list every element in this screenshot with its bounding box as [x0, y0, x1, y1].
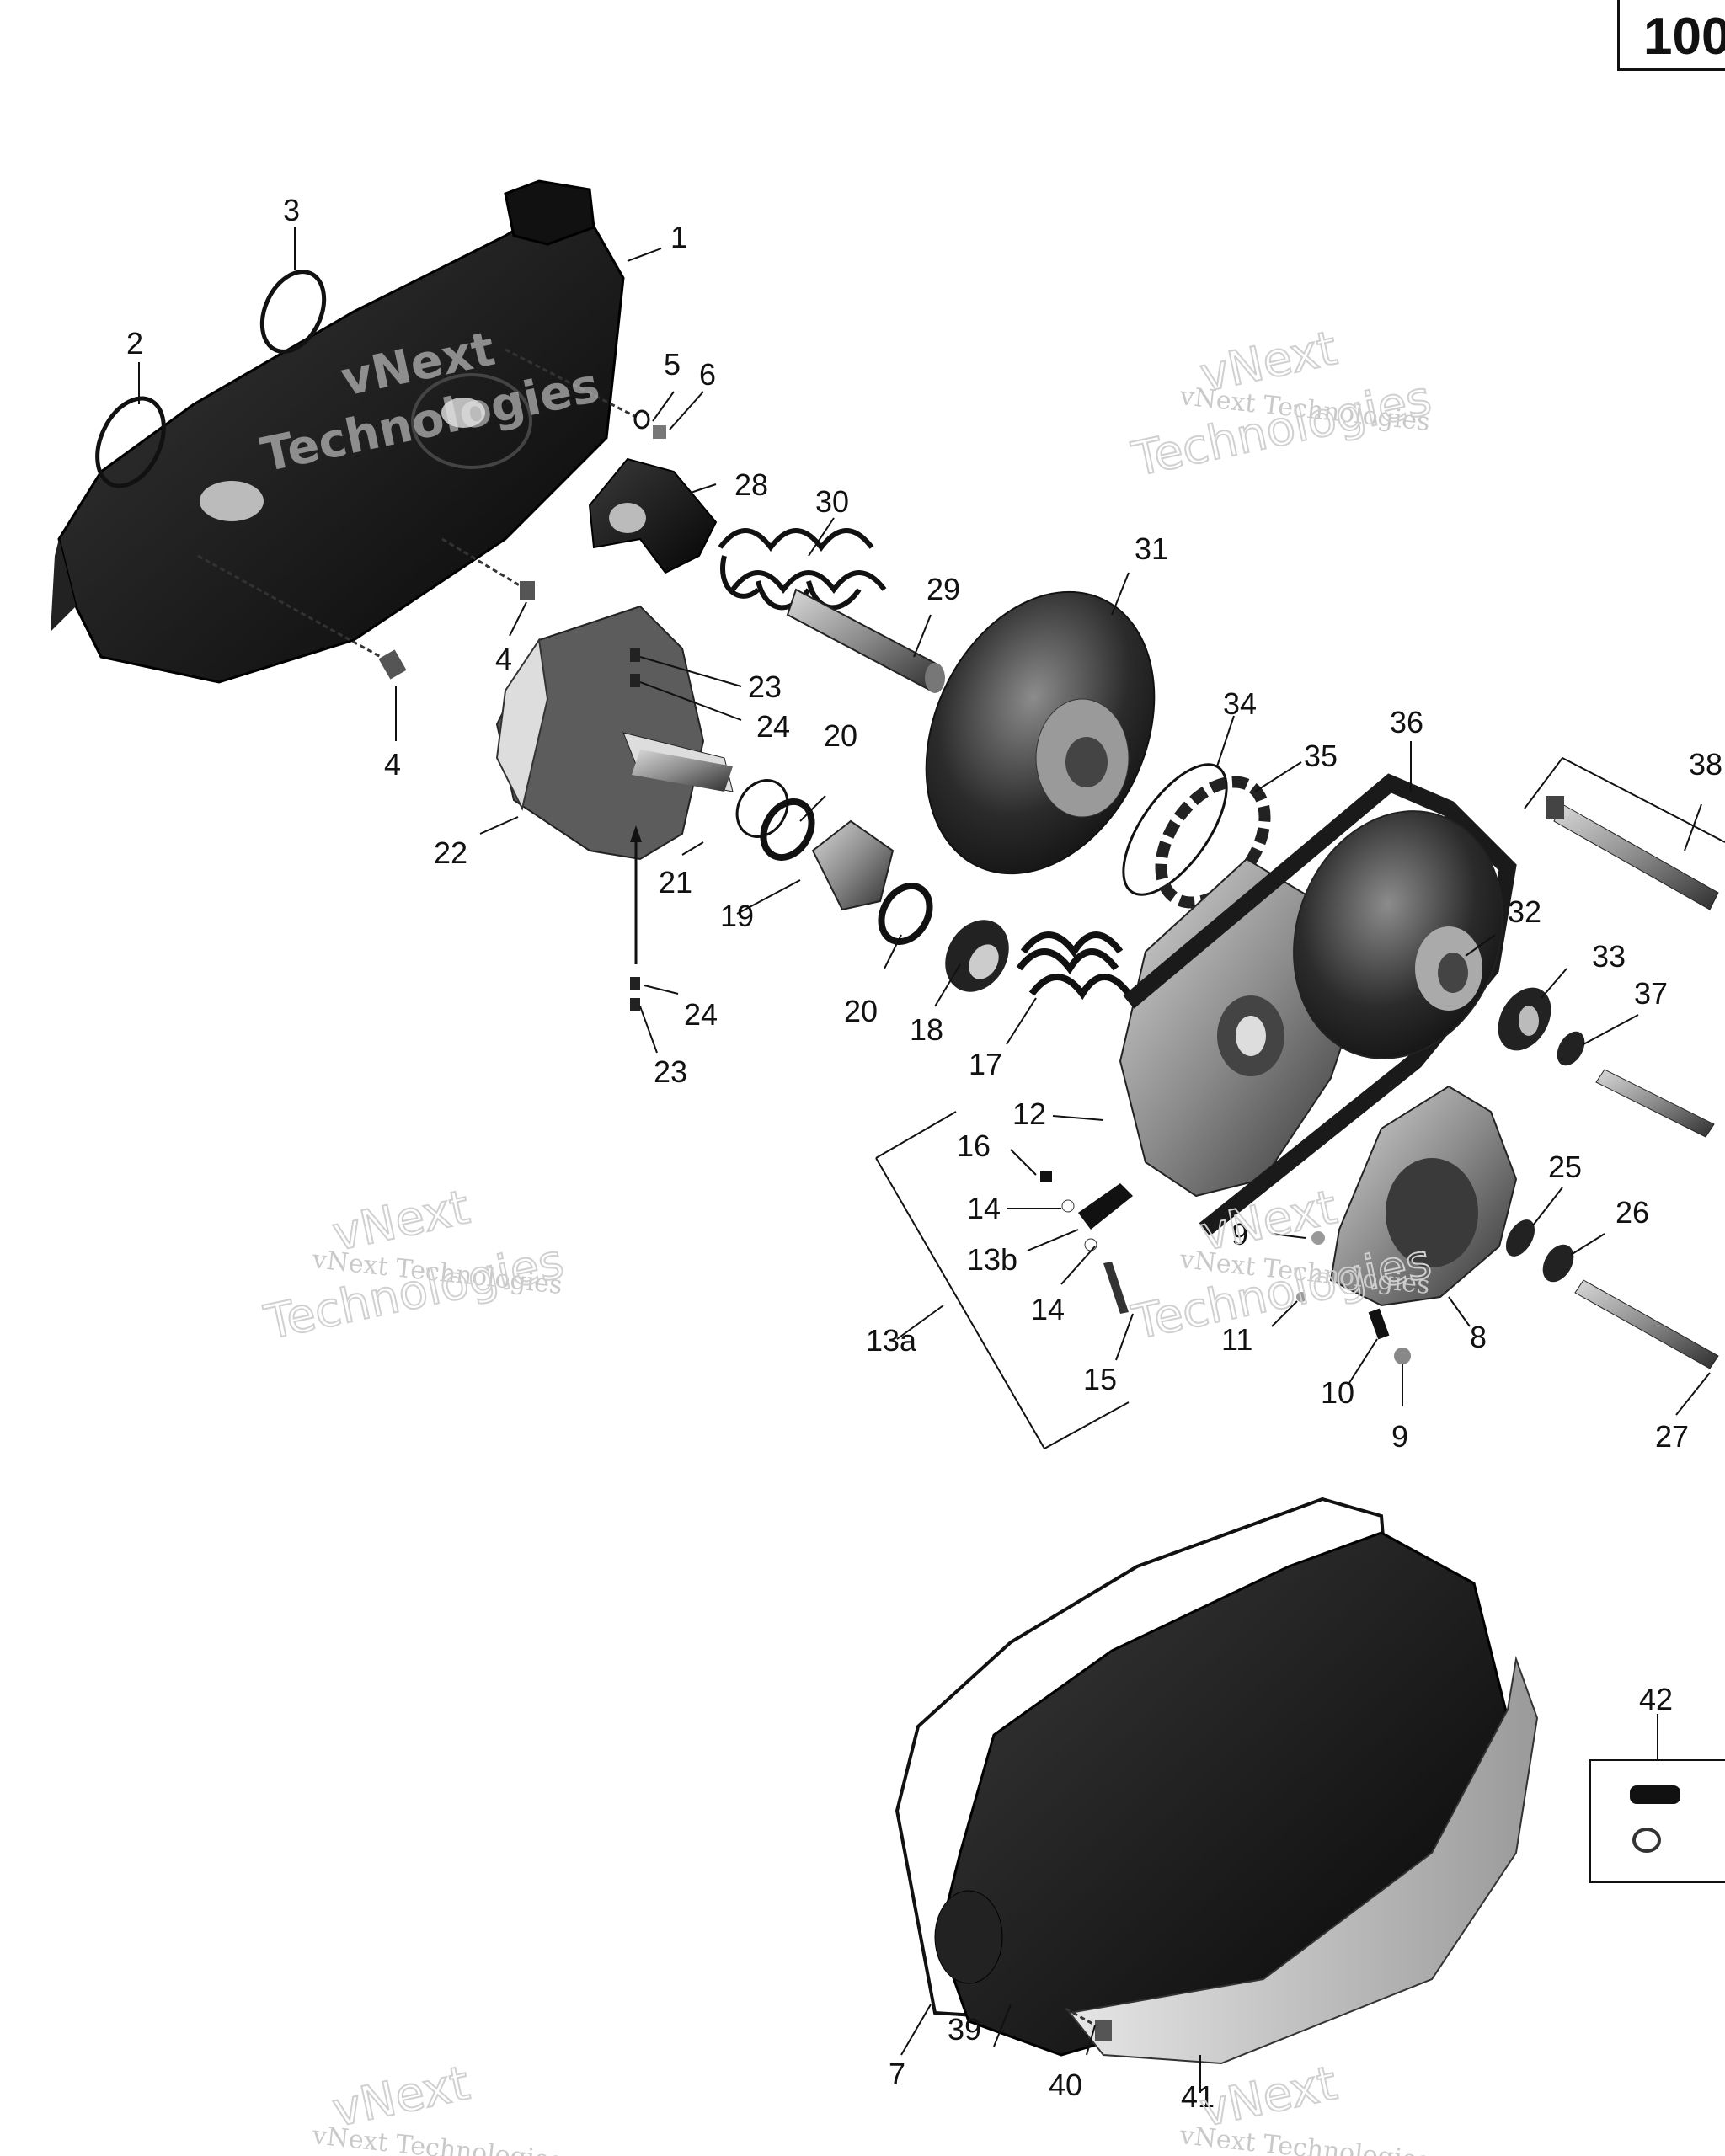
callout-28: 28 — [734, 467, 768, 502]
watermark-top-right-line2: Technologies — [1127, 371, 1435, 488]
part-42-kit-box — [1589, 1759, 1725, 1883]
callout-labels: 1 2 3 4 4 5 6 7 8 9 9 10 11 12 13a 13b 1… — [126, 193, 1722, 2114]
assembly-arrow — [630, 825, 642, 964]
callout-35: 35 — [1304, 739, 1338, 773]
part-9-10-11-fasteners — [1296, 1231, 1411, 1364]
part-19-bushing — [811, 819, 895, 911]
callout-17: 17 — [969, 1047, 1002, 1081]
part-38-bolt — [1546, 796, 1719, 910]
callout-3: 3 — [283, 193, 300, 227]
callout-24a: 24 — [756, 709, 790, 744]
callout-34: 34 — [1223, 686, 1257, 721]
callout-18: 18 — [910, 1012, 943, 1047]
part-1-outer-cover — [51, 179, 625, 684]
part-8-spider — [1329, 1085, 1518, 1307]
callout-11: 11 — [1221, 1322, 1252, 1357]
callout-20a: 20 — [824, 718, 857, 753]
callout-19: 19 — [720, 899, 754, 933]
callout-32: 32 — [1508, 894, 1541, 929]
callout-1: 1 — [670, 220, 687, 254]
callout-33: 33 — [1592, 939, 1626, 974]
callout-12: 12 — [1012, 1097, 1046, 1131]
watermark-mid-right-line2: Technologies — [1127, 1234, 1435, 1351]
callout-41: 41 — [1181, 2079, 1215, 2114]
callout-14a: 14 — [967, 1191, 1001, 1225]
callout-21: 21 — [659, 865, 692, 899]
part-37-washer — [1557, 1031, 1585, 1066]
part-40-screw — [1065, 2007, 1112, 2041]
part-33-bearing — [1498, 987, 1551, 1051]
callout-40: 40 — [1049, 2068, 1082, 2102]
callout-22: 22 — [434, 835, 467, 870]
part-13a-small-parts — [1040, 1171, 1133, 1314]
part-29-shaft — [786, 588, 945, 693]
callout-9a: 9 — [1231, 1217, 1248, 1251]
part-22-fixed-sheave — [495, 605, 734, 861]
callout-24b: 24 — [684, 997, 718, 1032]
watermark-mid-left-line2: Technologies — [259, 1234, 568, 1351]
watermark-bottom-left-text: vNext Technologies — [310, 2121, 563, 2156]
callout-10: 10 — [1321, 1375, 1354, 1410]
callout-27: 27 — [1655, 1419, 1689, 1454]
part-38-bracket-line — [1524, 756, 1725, 843]
part-41-guard — [1068, 1656, 1539, 2065]
callout-42: 42 — [1639, 1682, 1673, 1716]
leader-lines — [138, 227, 1711, 2093]
callout-4a: 4 — [384, 747, 401, 782]
callout-5: 5 — [664, 347, 681, 382]
watermark-bottom-right-text: vNext Technologies — [1178, 2121, 1431, 2156]
page-number: 100 — [1643, 8, 1725, 66]
callout-9b: 9 — [1391, 1419, 1408, 1454]
callout-29: 29 — [927, 572, 960, 606]
part-2-seal-ring — [95, 396, 166, 488]
callout-4b: 4 — [495, 642, 512, 676]
callout-6: 6 — [699, 357, 716, 392]
callout-23a: 23 — [748, 670, 782, 704]
callout-2: 2 — [126, 326, 143, 360]
callout-13a: 13a — [866, 1323, 917, 1358]
callout-14b: 14 — [1031, 1292, 1065, 1326]
page-number-tag: 100 — [1617, 0, 1725, 71]
callout-13b: 13b — [967, 1242, 1017, 1277]
part-3-seal-ring — [259, 270, 327, 354]
callout-38: 38 — [1689, 747, 1722, 782]
callout-25: 25 — [1548, 1150, 1582, 1184]
part-bolt-right-upper — [1595, 1069, 1715, 1138]
part-28-cap — [588, 457, 718, 574]
callout-36: 36 — [1390, 705, 1423, 739]
callout-37: 37 — [1634, 976, 1668, 1011]
part-34-ring — [1122, 763, 1228, 896]
part-5-6-washer-nut — [505, 348, 666, 439]
part-18-bearing — [945, 920, 1009, 992]
callout-7: 7 — [889, 2057, 905, 2091]
part-21-snap-ring — [735, 779, 789, 838]
callout-16: 16 — [957, 1129, 991, 1163]
part-20-ring — [760, 798, 933, 945]
part-31-movable-sheave — [925, 590, 1156, 875]
callout-20b: 20 — [844, 994, 878, 1028]
part-32-driven-pulley — [1293, 810, 1503, 1059]
part-27-bolt — [1574, 1279, 1719, 1369]
callout-31: 31 — [1135, 531, 1168, 566]
part-30-spring — [718, 528, 887, 611]
part-36-drive-belt — [1123, 773, 1517, 1236]
part-25-26-washers — [1505, 1219, 1574, 1283]
callout-15: 15 — [1083, 1362, 1117, 1396]
part-23-24-pins — [630, 648, 640, 1011]
callout-39: 39 — [948, 2012, 981, 2047]
callout-26: 26 — [1616, 1195, 1649, 1230]
part-17-spring — [1016, 931, 1132, 1001]
part-4-screws — [197, 537, 535, 680]
callout-8: 8 — [1470, 1320, 1487, 1354]
callout-30: 30 — [815, 484, 849, 519]
callout-23b: 23 — [654, 1054, 687, 1089]
bracket-13a — [875, 1111, 1130, 1449]
